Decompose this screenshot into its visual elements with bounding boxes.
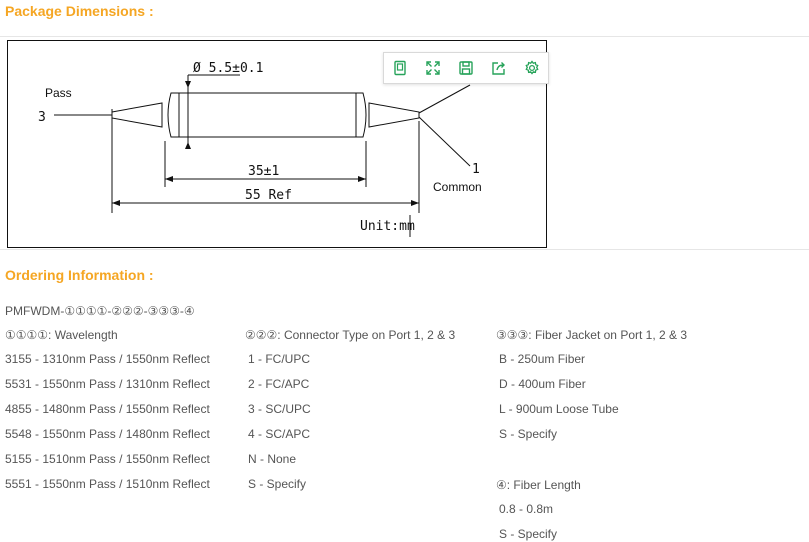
list-item: D - 400um Fiber [499,377,586,391]
port1-label: 1 [472,162,480,177]
expand-icon[interactable] [422,57,444,79]
tablet-icon[interactable] [389,57,411,79]
left-boot [111,102,163,128]
list-item: 5548 - 1550nm Pass / 1480nm Reflect [5,427,210,441]
list-item: 5551 - 1550nm Pass / 1510nm Reflect [5,477,210,491]
divider [0,249,809,250]
ordering-information-title: Ordering Information : [5,267,154,283]
fiber-length-header: ④: Fiber Length [496,478,581,492]
right-boot [368,102,420,128]
fiber-out-lower [418,116,471,167]
list-item: 4855 - 1480nm Pass / 1550nm Reflect [5,402,210,416]
connector-header: ②②②: Connector Type on Port 1, 2 & 3 [245,328,456,342]
list-item: 2 - FC/APC [248,377,310,391]
list-item: S - Specify [499,427,558,441]
list-item: S - Specify [499,527,558,541]
common-label: Common [433,180,482,194]
wavelength-header: ①①①①: Wavelength [5,328,118,342]
dim-total-label: 55 Ref [245,188,292,203]
pass-label: Pass [45,86,72,100]
list-item: S - Specify [248,477,307,491]
list-item: 4 - SC/APC [248,427,311,441]
save-icon[interactable] [455,57,477,79]
list-item: 3155 - 1310nm Pass / 1550nm Reflect [5,352,210,366]
fiber-out-upper [418,84,471,114]
list-item: B - 250um Fiber [499,352,586,366]
model-code: PMFWDM-①①①①-②②②-③③③-④ [5,304,195,318]
image-toolbar [383,52,549,84]
list-item: 5531 - 1550nm Pass / 1310nm Reflect [5,377,210,391]
share-icon[interactable] [488,57,510,79]
divider [0,36,809,37]
port3-label: 3 [38,110,46,125]
tube-body [167,92,367,138]
list-item: 5155 - 1510nm Pass / 1550nm Reflect [5,452,210,466]
list-item: 0.8 - 0.8m [499,502,554,516]
list-item: 3 - SC/UPC [248,402,311,416]
list-item: N - None [248,452,297,466]
unit-label: Unit:mm [360,219,415,234]
drawing-canvas: Ø 5.5±0.1 Pass 3 1 Common 35±1 55 Ref Un… [38,61,482,237]
diameter-label: Ø 5.5±0.1 [193,61,263,76]
settings-icon[interactable] [521,57,543,79]
fiber-jacket-header: ③③③: Fiber Jacket on Port 1, 2 & 3 [496,328,688,342]
dim-body-label: 35±1 [248,164,279,179]
package-dimensions-title: Package Dimensions : [5,3,154,19]
list-item: L - 900um Loose Tube [499,402,619,416]
list-item: 1 - FC/UPC [248,352,311,366]
